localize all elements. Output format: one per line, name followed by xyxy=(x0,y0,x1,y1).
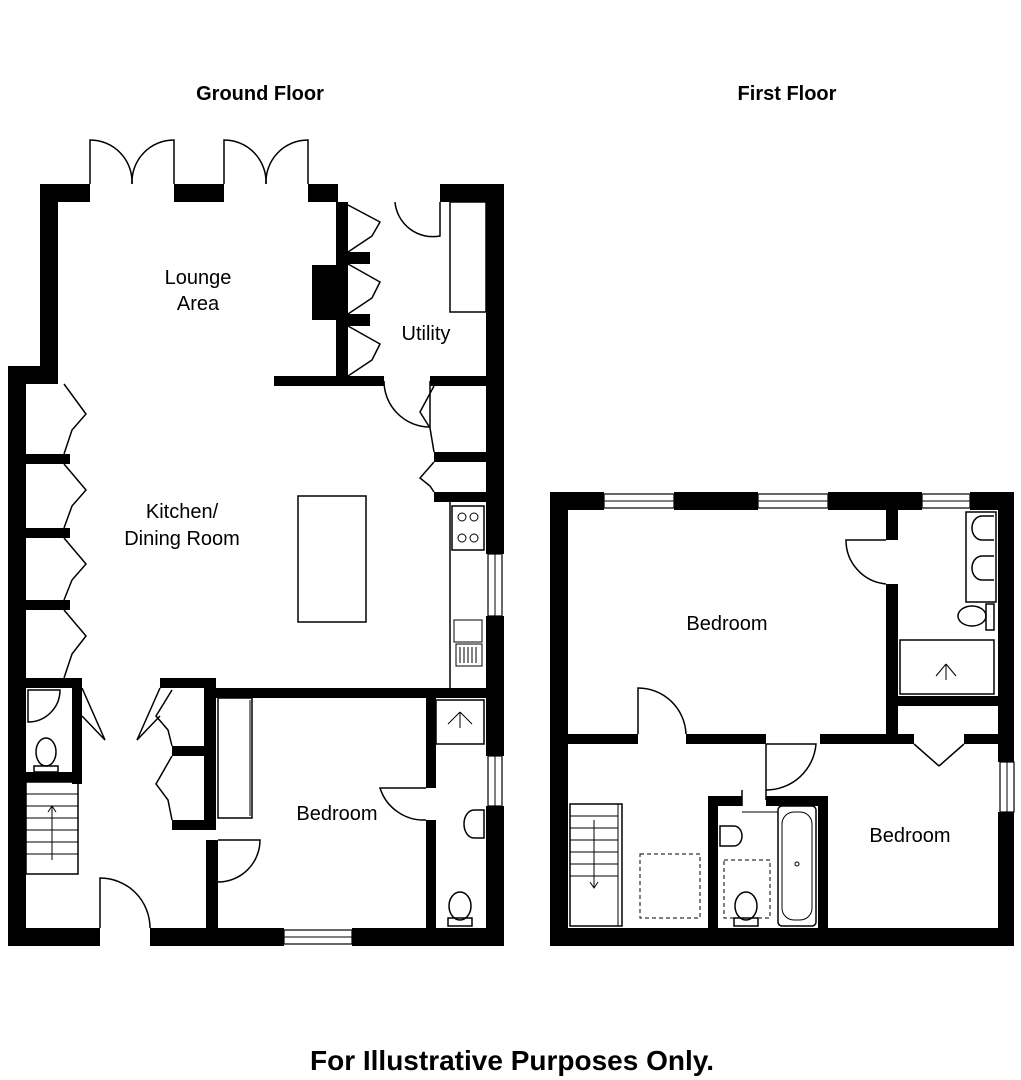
kitchen-label-line2: Dining Room xyxy=(124,528,240,550)
ground-floor-outer-walls xyxy=(8,184,504,946)
first-floor-interior-walls xyxy=(568,510,998,928)
landing-hatch xyxy=(639,853,701,919)
disclaimer-footer: For Illustrative Purposes Only. xyxy=(310,1045,714,1076)
ground-floor-windows xyxy=(283,553,503,945)
first-bedroom-label-top: Bedroom xyxy=(686,613,767,635)
first-floor-plan: Bedroom Bedroom xyxy=(550,492,1015,946)
drainer-icon xyxy=(455,643,483,667)
ground-floor-plan: Lounge Area Utility Kitchen/ Dining Room… xyxy=(8,139,504,946)
first-floor-heading: First Floor xyxy=(738,83,837,105)
first-floor-outer-walls xyxy=(550,492,1014,946)
first-bedroom-label-right: Bedroom xyxy=(869,825,950,847)
lounge-label-line1: Lounge xyxy=(165,267,232,289)
ground-bedroom-label: Bedroom xyxy=(296,803,377,825)
utility-worktop xyxy=(449,201,487,313)
hall-double-doors xyxy=(81,687,161,741)
ground-floor-heading: Ground Floor xyxy=(196,83,324,105)
sink-icon xyxy=(453,619,483,643)
front-door xyxy=(99,877,151,929)
utility-door xyxy=(394,201,441,238)
cloakroom-wc xyxy=(27,689,61,773)
kitchen-label-line1: Kitchen/ xyxy=(146,501,219,523)
first-floor-bathroom xyxy=(899,511,997,695)
kitchen-cupboard-doors-left xyxy=(63,383,87,679)
first-floor-ensuite xyxy=(719,805,817,927)
hall-cupboard-doors xyxy=(155,689,173,821)
kitchen-cupboard-doors-right xyxy=(418,385,435,493)
kitchen-worktop xyxy=(449,502,485,688)
kitchen-island xyxy=(297,495,367,623)
ground-shower-room xyxy=(435,699,485,927)
hob-icon xyxy=(451,505,485,551)
first-floor-doors xyxy=(637,539,965,806)
ground-floor-interior-walls xyxy=(26,202,486,928)
first-floor-windows xyxy=(603,493,1015,813)
utility-cupboard-doors xyxy=(347,204,382,377)
first-floor-stairs xyxy=(569,803,623,927)
ground-floor-stairs xyxy=(25,781,79,875)
ground-bedroom-wardrobe xyxy=(217,697,427,883)
utility-kitchen-door xyxy=(383,380,431,428)
lounge-label-line2: Area xyxy=(177,293,220,315)
utility-label: Utility xyxy=(402,323,451,345)
french-doors xyxy=(89,139,309,185)
